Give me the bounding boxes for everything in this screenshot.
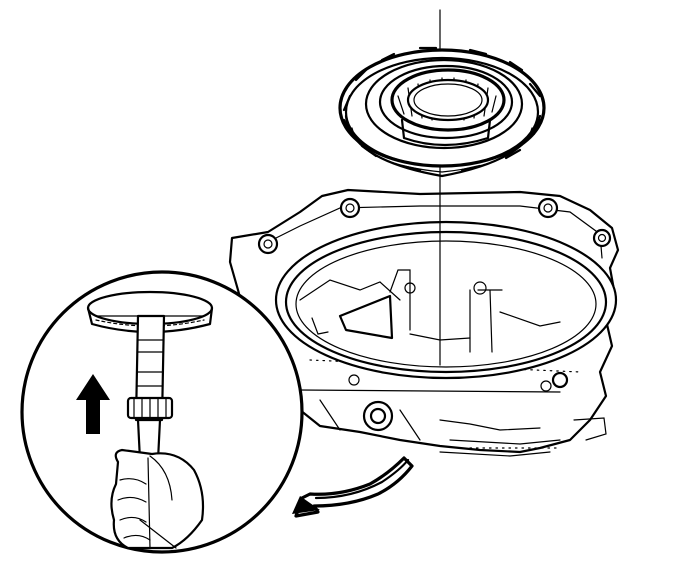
up-arrow-icon <box>76 374 110 434</box>
detail-inset <box>20 270 304 554</box>
clutch-hub-assembly <box>338 46 546 178</box>
case-bore <box>274 220 618 380</box>
curved-arrow-icon <box>292 456 414 518</box>
